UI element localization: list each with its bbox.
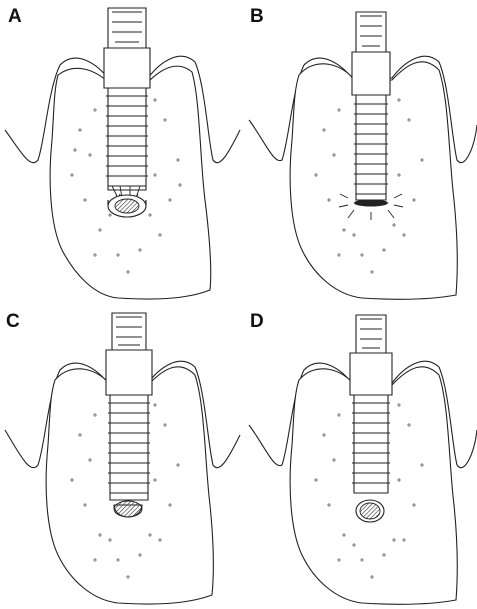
implant-abutment-d (355, 314, 387, 354)
implant-d (349, 314, 393, 494)
implant-body-a (107, 87, 147, 191)
implant-body-d (353, 394, 389, 494)
bone-graft-cap-a (107, 194, 147, 218)
bone-graft-disc-d (355, 499, 385, 523)
panel-label-b: B (250, 6, 264, 27)
implant-collar-a (103, 47, 151, 89)
panel-label-c: C (6, 311, 20, 332)
implant-abutment-c (111, 312, 147, 351)
panel-label-a: A (8, 6, 22, 27)
bone-specks-b (314, 98, 424, 274)
bone-specks-c (70, 403, 180, 579)
implant-c (105, 312, 153, 501)
panel-b: B (248, 6, 477, 300)
contact-burst-b (338, 193, 404, 220)
bone-graft-cap-c (113, 500, 143, 518)
implant-body-c (109, 394, 149, 501)
implant-b (351, 11, 391, 201)
panel-label-d: D (250, 311, 264, 332)
implant-a (103, 7, 151, 191)
implant-collar-c (105, 349, 153, 396)
bone-specks-a (70, 98, 182, 274)
implant-collar-d (349, 352, 393, 396)
panel-c: C (4, 311, 241, 605)
panel-a: A (4, 6, 241, 300)
implant-collar-b (351, 51, 391, 96)
bone-specks-d (314, 403, 424, 579)
panel-d: D (248, 311, 477, 605)
